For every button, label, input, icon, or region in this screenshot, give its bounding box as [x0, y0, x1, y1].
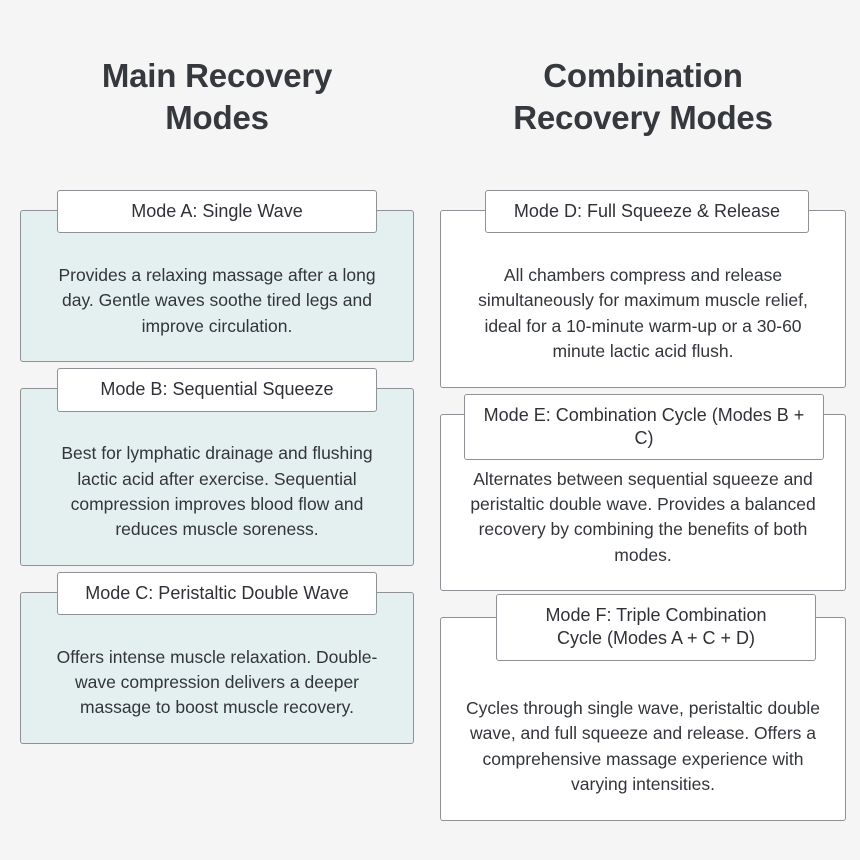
- card-mode-e-title: Mode E: Combination Cycle (Modes B + C): [464, 393, 824, 461]
- card-mode-e[interactable]: Mode E: Combination Cycle (Modes B + C) …: [440, 393, 846, 591]
- card-mode-a-title: Mode A: Single Wave: [57, 190, 377, 234]
- card-mode-d-body: All chambers compress and release simult…: [440, 210, 846, 388]
- card-mode-a[interactable]: Mode A: Single Wave Provides a relaxing …: [20, 190, 414, 363]
- card-mode-f[interactable]: Mode F: Triple Combination Cycle (Modes …: [440, 594, 846, 821]
- card-mode-b[interactable]: Mode B: Sequential Squeeze Best for lymp…: [20, 368, 414, 566]
- right-column-heading: Combination Recovery Modes: [513, 57, 773, 137]
- main-recovery-modes-column: Mode A: Single Wave Provides a relaxing …: [20, 190, 414, 770]
- combination-recovery-modes-column: Mode D: Full Squeeze & Release All chamb…: [440, 190, 846, 847]
- card-mode-d-title: Mode D: Full Squeeze & Release: [485, 190, 809, 234]
- left-column-heading: Main Recovery Modes: [101, 57, 333, 137]
- card-mode-d[interactable]: Mode D: Full Squeeze & Release All chamb…: [440, 190, 846, 388]
- card-mode-c[interactable]: Mode C: Peristaltic Double Wave Offers i…: [20, 571, 414, 744]
- card-mode-b-body: Best for lymphatic drainage and flushing…: [20, 388, 414, 566]
- card-mode-f-title: Mode F: Triple Combination Cycle (Modes …: [496, 594, 816, 661]
- card-mode-a-body: Provides a relaxing massage after a long…: [20, 210, 414, 363]
- card-mode-b-title: Mode B: Sequential Squeeze: [57, 368, 377, 412]
- card-mode-c-title: Mode C: Peristaltic Double Wave: [57, 571, 377, 616]
